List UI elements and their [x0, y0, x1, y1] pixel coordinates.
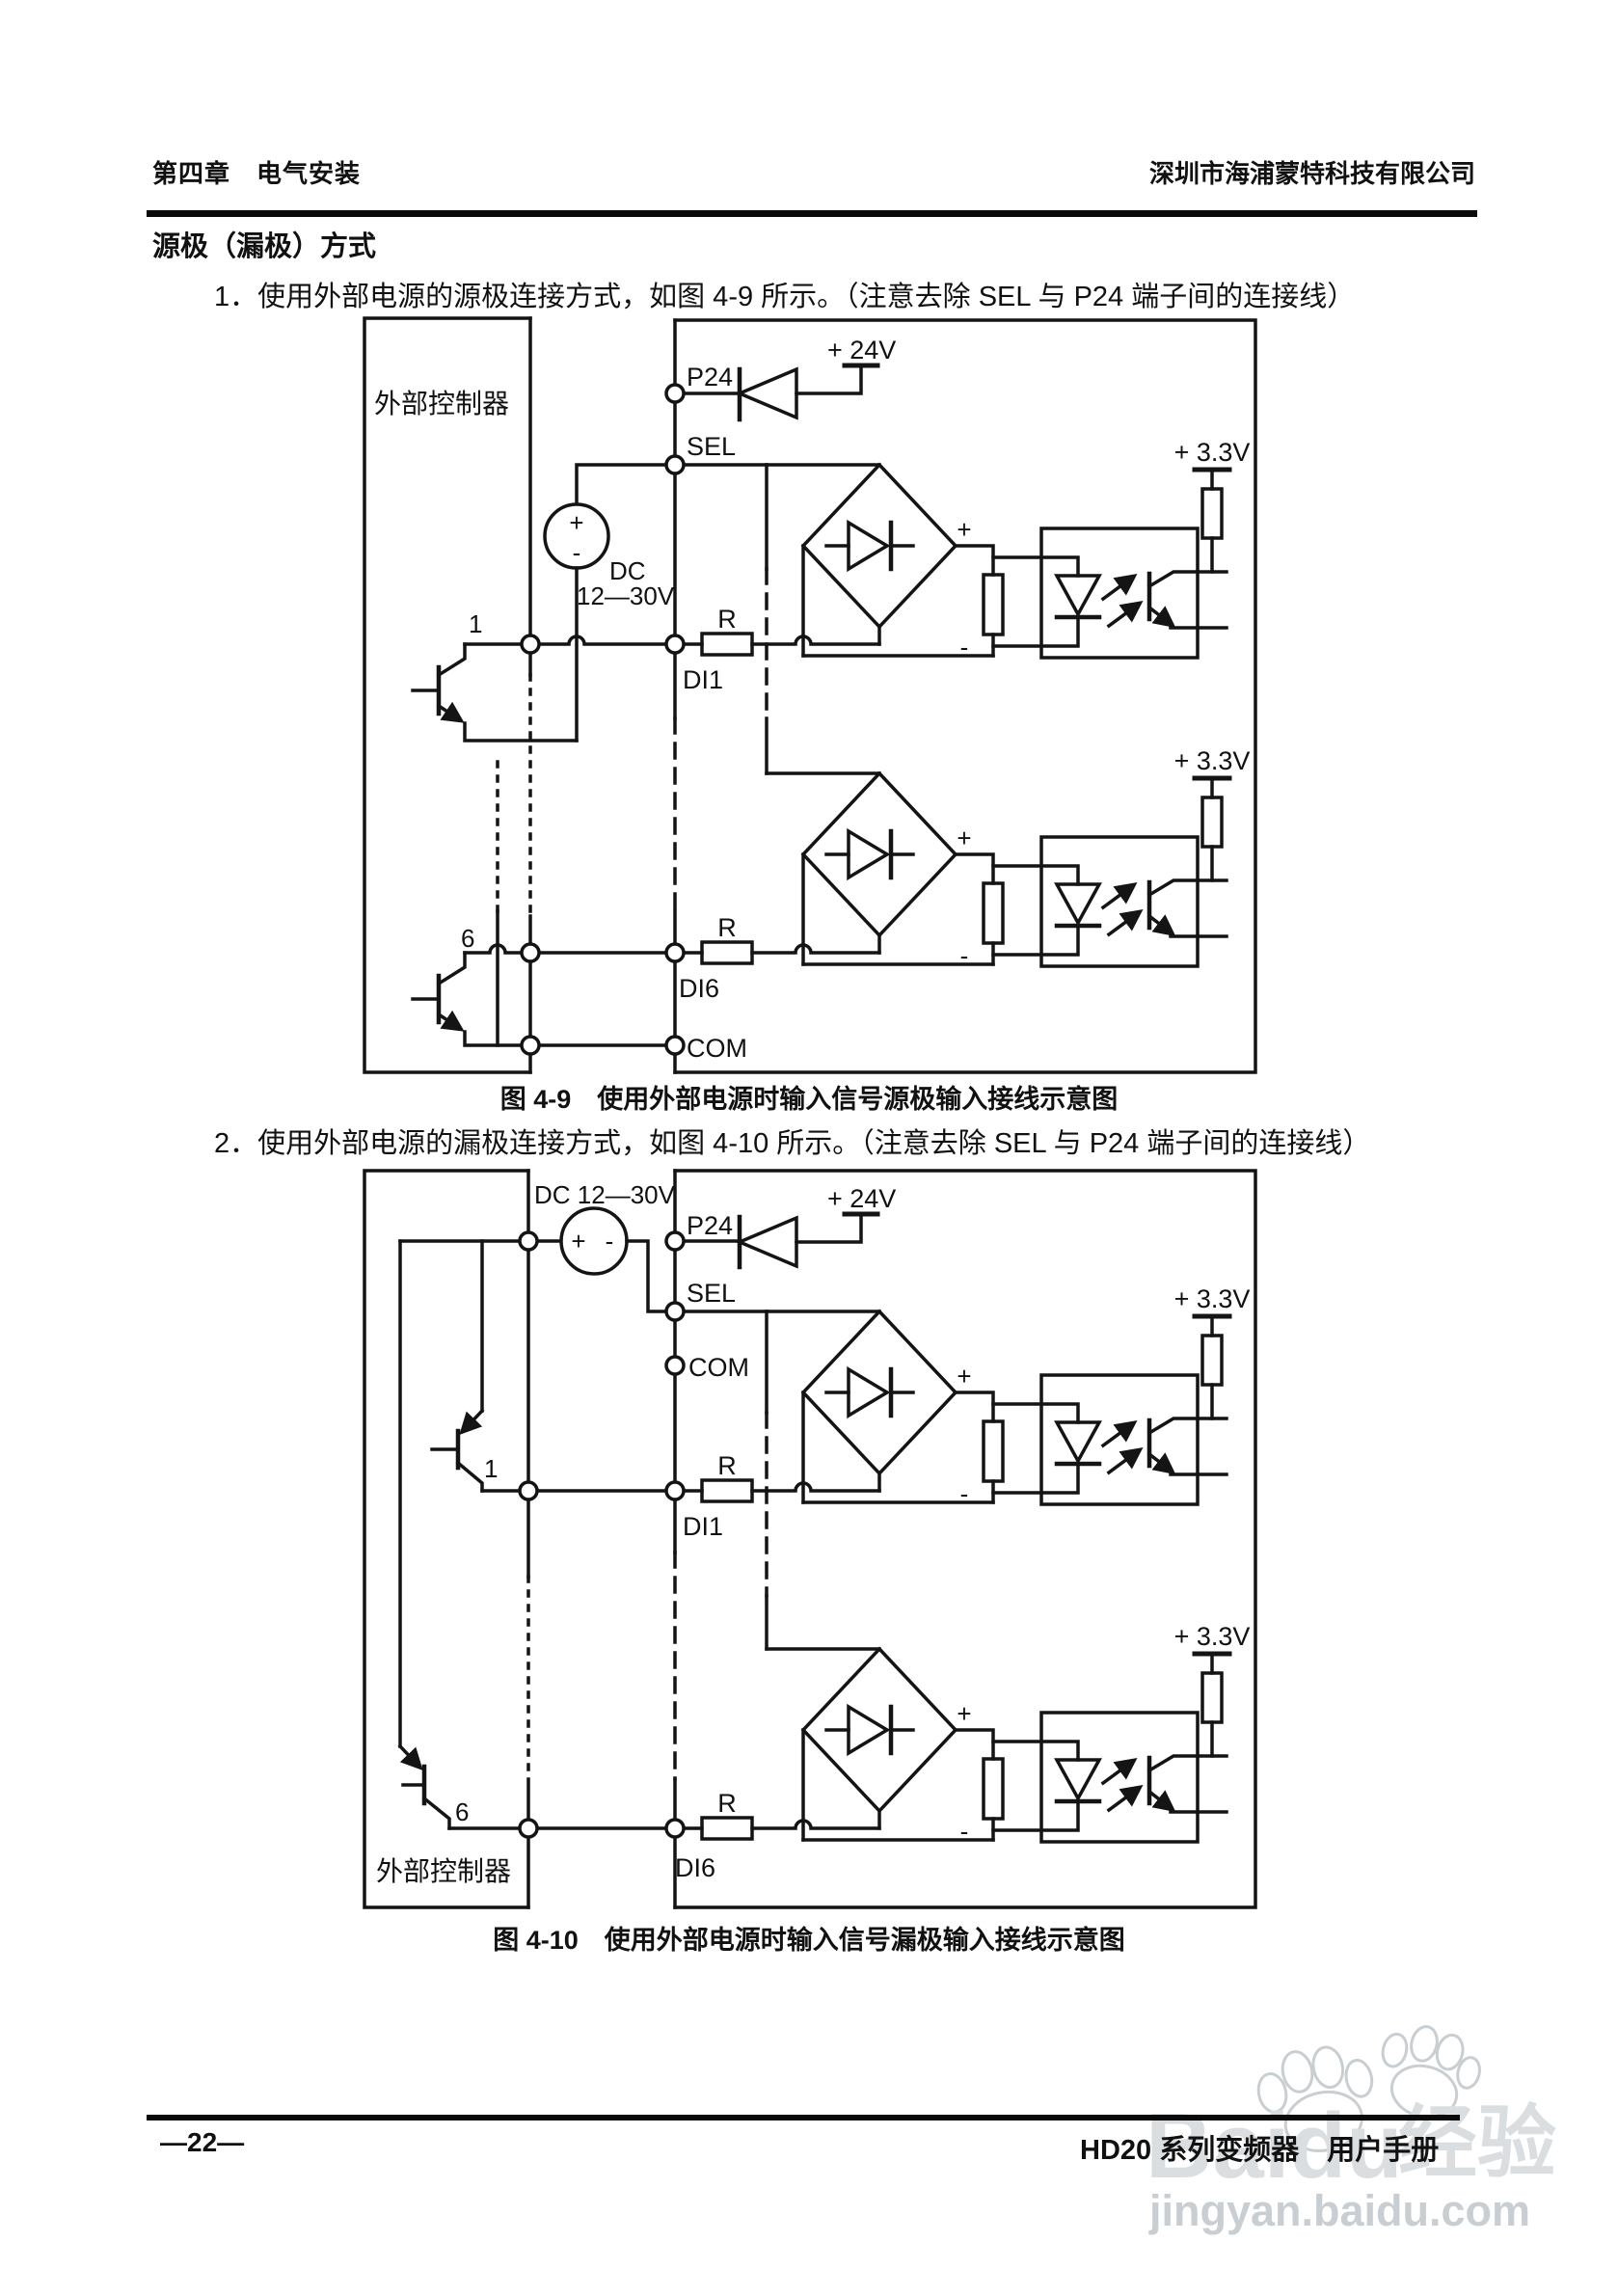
terminal-com	[664, 1355, 686, 1376]
terminal-p24	[664, 383, 686, 404]
dc-minus: -	[573, 538, 581, 567]
dc-combined-label: DC 12—30V	[534, 1180, 676, 1209]
controller-terminal-6	[520, 942, 541, 963]
external-controller-box	[363, 1169, 530, 1909]
r6-label: R	[717, 913, 737, 942]
dc-plus: +	[569, 508, 583, 537]
figure-4-10-caption: 图 4-10 使用外部电源时输入信号漏极输入接线示意图	[493, 1926, 1125, 1955]
ch6-minus: -	[960, 941, 969, 970]
ch1-minus: -	[960, 1479, 969, 1508]
header-rule	[147, 210, 1477, 217]
controller-label: 外部控制器	[376, 1856, 511, 1886]
di1-label: DI1	[683, 1512, 723, 1541]
p24-diode-branch	[682, 1211, 880, 1270]
sel-label: SEL	[687, 432, 736, 461]
transistor-6	[411, 951, 668, 1047]
figure-4-10: DC 12—30V + - P24 + 24V SEL COM 1 6 DI1 …	[363, 1169, 1257, 1909]
watermark-brand-latin: Baidu	[1146, 2094, 1403, 2198]
figure-4-9: 外部控制器 P24 + 24V SEL + - DC 12—30V 1 6 DI…	[363, 316, 1257, 1074]
transistor-1	[411, 642, 579, 743]
figure-4-9-caption: 图 4-9 使用外部电源时输入信号源极输入接线示意图	[499, 1085, 1119, 1114]
terminal-p24	[664, 1230, 686, 1252]
ch6-minus: -	[960, 1817, 969, 1846]
controller-terminal-1	[518, 1480, 539, 1501]
r1-label: R	[717, 605, 737, 634]
p24-label: P24	[687, 1211, 733, 1240]
terminal-di1	[664, 634, 686, 655]
t1-label: 1	[484, 1454, 498, 1483]
controller-dc-node	[518, 1230, 539, 1252]
dc-range-label: 12—30V	[577, 581, 675, 610]
inverter-box	[673, 1169, 1257, 1909]
watermark-url: jingyan.baidu.com	[1148, 2186, 1530, 2235]
p24-label: P24	[687, 363, 733, 392]
external-controller-box	[363, 316, 532, 1074]
terminal6-wire	[463, 943, 668, 955]
com-label: COM	[687, 1034, 747, 1063]
t6-label: 6	[461, 924, 474, 953]
sel-rail	[682, 1310, 769, 1651]
terminal-com	[664, 1035, 686, 1056]
ch1-minus: -	[960, 633, 969, 662]
list-item-2: 2．使用外部电源的漏极连接方式，如图 4-10 所示。（注意去除 SEL 与 P…	[214, 1128, 1371, 1159]
controller-label: 外部控制器	[374, 389, 509, 419]
terminal-di1	[664, 1480, 686, 1501]
ch1-plus: +	[957, 1362, 971, 1391]
header-chapter: 第四章 电气安装	[152, 159, 362, 188]
watermark: Baidu 经验 jingyan.baidu.com	[1146, 2025, 1556, 2235]
t6-label: 6	[455, 1797, 469, 1826]
footer-rule	[147, 2115, 1460, 2120]
sel-rail	[682, 463, 769, 775]
dc-label: DC	[609, 556, 646, 585]
controller-terminal-1	[520, 634, 541, 655]
controller-terminal-6	[518, 1818, 539, 1839]
dc-plus: +	[571, 1227, 585, 1256]
input-channel-di6	[684, 1649, 1229, 1842]
v24-label: + 24V	[827, 336, 896, 365]
transistor-1	[430, 1408, 668, 1493]
controller-terminal-com	[520, 1035, 541, 1056]
ch1-plus: +	[957, 515, 971, 544]
ch6-plus: +	[957, 824, 971, 852]
footer-page-number: —22—	[160, 2127, 245, 2157]
dc-minus: -	[606, 1227, 614, 1256]
watermark-brand-cjk: 经验	[1398, 2099, 1556, 2187]
terminal-sel	[664, 454, 686, 475]
header-company: 深圳市海浦蒙特科技有限公司	[1148, 159, 1475, 188]
v24-label: + 24V	[827, 1184, 896, 1213]
r1-label: R	[717, 1451, 737, 1480]
dc-source	[398, 1206, 668, 1313]
footer-manual-title: HD20 系列变频器 用户手册	[1080, 2135, 1440, 2166]
ch6-plus: +	[957, 1699, 971, 1728]
ch1-v33-label: + 3.3V	[1174, 438, 1251, 467]
di6-label: DI6	[675, 1853, 715, 1882]
list-item-1: 1．使用外部电源的源极连接方式，如图 4-9 所示。（注意去除 SEL 与 P2…	[214, 282, 1356, 312]
di1-label: DI1	[683, 665, 723, 694]
terminal1-wire	[463, 635, 668, 646]
p24-diode-branch	[682, 363, 880, 422]
input-channel-di6	[684, 773, 1229, 966]
terminal-sel	[664, 1301, 686, 1322]
sel-label: SEL	[687, 1279, 736, 1308]
ch6-v33-label: + 3.3V	[1174, 1622, 1251, 1651]
ch6-v33-label: + 3.3V	[1174, 746, 1251, 775]
t1-label: 1	[469, 609, 482, 638]
terminal-di6	[664, 942, 686, 963]
r6-label: R	[717, 1789, 737, 1818]
transistor-6	[397, 1743, 668, 1830]
com-label: COM	[688, 1353, 749, 1382]
section-title: 源极（漏极）方式	[152, 231, 377, 262]
terminal-di6	[664, 1818, 686, 1839]
paw-print-icon	[1256, 2025, 1481, 2152]
ch1-v33-label: + 3.3V	[1174, 1284, 1251, 1313]
di6-label: DI6	[679, 974, 719, 1003]
dc-source	[543, 463, 668, 743]
